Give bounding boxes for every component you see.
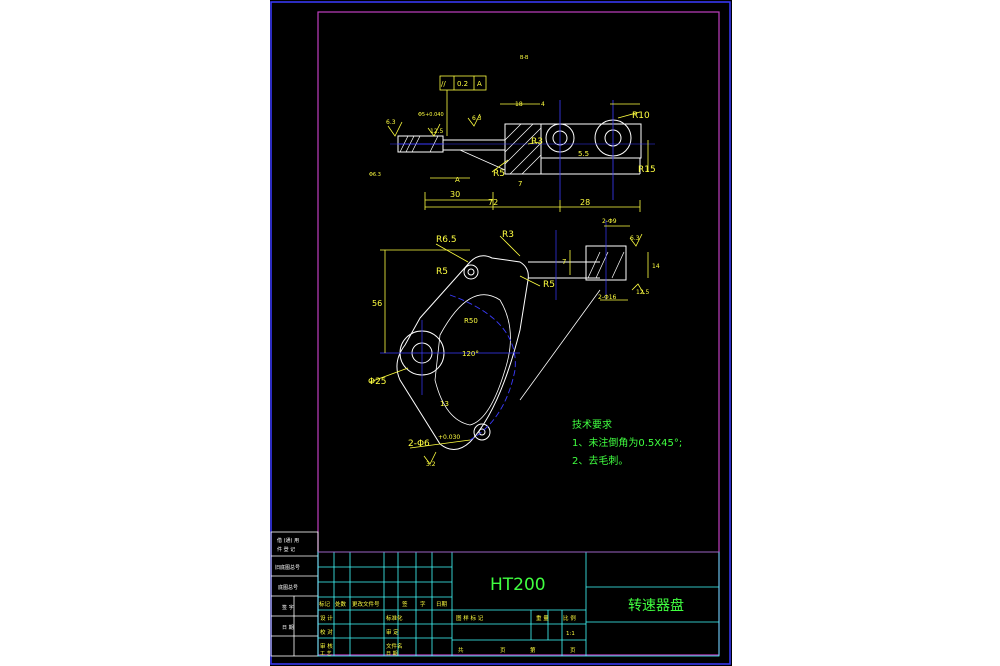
tolerance-frame: [439, 75, 487, 91]
inner-frame: [317, 11, 720, 656]
rough-upper-b: 12.5: [430, 128, 444, 135]
sheet-3: 第: [530, 646, 536, 654]
tech-req-title: 技术要求: [572, 418, 612, 431]
dim-2-phi16: 2-Φ16: [598, 294, 617, 301]
dim-4: 4: [541, 101, 545, 108]
row-2-b: 审 定: [386, 628, 399, 636]
dim-14: 14: [652, 263, 660, 270]
dim-r6-5: R6.5: [436, 235, 457, 245]
section-label: B-B: [520, 55, 529, 61]
sheet-background: [270, 0, 732, 666]
rough-12-5-lower: 12.5: [636, 289, 650, 296]
reg-4: 底图总号: [278, 584, 298, 591]
tol-symbol: //: [441, 80, 446, 88]
reg-1: 借 (通) 用: [277, 537, 299, 544]
rough-3-2: 3.2: [426, 461, 436, 468]
reg-2: 件 登 记: [277, 546, 295, 553]
tech-req-line-2: 2、去毛刺。: [572, 455, 628, 467]
part-name-text: 转速器盘: [628, 597, 684, 614]
tech-req-line-1: 1、未注倒角为0.5X45°;: [572, 436, 682, 449]
small-note-b: Φ5+0.040: [418, 112, 444, 118]
dim-hole-tol: +0.030: [438, 434, 460, 441]
dim-r5: R5: [493, 169, 505, 179]
dim-7-lower: 7: [562, 258, 566, 266]
scale-value: 1:1: [566, 631, 575, 637]
tol-datum: A: [477, 80, 482, 88]
row-3-a: 审 核: [320, 642, 333, 650]
outer-frame: [270, 1, 731, 665]
row-4-a: 工 艺: [320, 651, 332, 657]
dim-r3-lower: R3: [502, 230, 514, 240]
upper-section-view: [390, 100, 655, 200]
dim-72: 72: [488, 198, 498, 207]
lower-dimensions: [369, 225, 649, 465]
dim-r15: R15: [638, 165, 656, 175]
rev-h-3: 更改文件号: [352, 600, 380, 608]
row-4-b: 日 期: [386, 651, 398, 657]
stage-h-3: 比 例: [563, 614, 576, 622]
sheet-1: 共: [458, 646, 464, 654]
arm-outline: [396, 255, 529, 450]
reg-3: 旧底图总号: [275, 564, 300, 571]
row-2-a: 校 对: [320, 628, 333, 636]
dim-56: 56: [372, 299, 382, 308]
row-1-b: 标准化: [386, 614, 403, 622]
rev-h-1: 标记: [319, 600, 331, 608]
rough-upper-a: 6.3: [386, 119, 396, 126]
dim-7: 7: [518, 180, 522, 188]
material-text: HT200: [490, 575, 546, 595]
dim-2-phi9: 2-Φ9: [602, 218, 617, 225]
stage-h-2: 重 量: [536, 614, 549, 622]
row-3-b: 文件名: [386, 642, 403, 650]
stage-h-1: 图 样 标 记: [456, 614, 484, 622]
reg-6: 日 期: [282, 625, 294, 631]
dim-hole: 2-Φ6: [408, 439, 430, 449]
upper-dimensions: [387, 75, 649, 212]
dim-r5-lower-a: R5: [436, 267, 448, 277]
rough-6-3-lower: 6.3: [630, 235, 640, 242]
hole-bottom: [473, 423, 491, 441]
small-note-a: Φ6.3: [369, 172, 381, 178]
dim-r50: R50: [464, 317, 478, 325]
rev-h-2: 处数: [335, 600, 347, 608]
tol-value: 0.2: [457, 80, 468, 88]
right-body: [540, 123, 642, 159]
dim-30: 30: [450, 190, 460, 199]
dim-28: 28: [580, 198, 590, 207]
rev-h-6: 日期: [436, 601, 448, 608]
row-1-a: 设 计: [320, 614, 333, 622]
sheet-4: 页: [570, 647, 576, 654]
dim-phi25: Φ25: [368, 377, 387, 387]
dim-18: 18: [515, 101, 523, 108]
rev-h-4: 签: [402, 600, 408, 608]
lower-plan-view: [380, 220, 627, 450]
technical-requirements: 技术要求 1、未注倒角为0.5X45°; 2、去毛刺。: [572, 418, 682, 467]
datum-label: A: [455, 176, 460, 184]
rev-h-5: 字: [420, 600, 426, 608]
dim-120: 120°: [462, 350, 479, 358]
reg-5: 签 字: [282, 604, 294, 611]
hole-top: [463, 264, 479, 280]
dim-13: 13: [440, 400, 449, 408]
dim-r3: R3: [531, 137, 543, 147]
dim-5-5: 5.5: [578, 150, 589, 158]
rough-upper-c: 6.3: [472, 115, 482, 122]
dim-r5-lower-b: R5: [543, 280, 555, 290]
dim-r10: R10: [632, 111, 650, 121]
sheet-2: 页: [500, 647, 506, 654]
